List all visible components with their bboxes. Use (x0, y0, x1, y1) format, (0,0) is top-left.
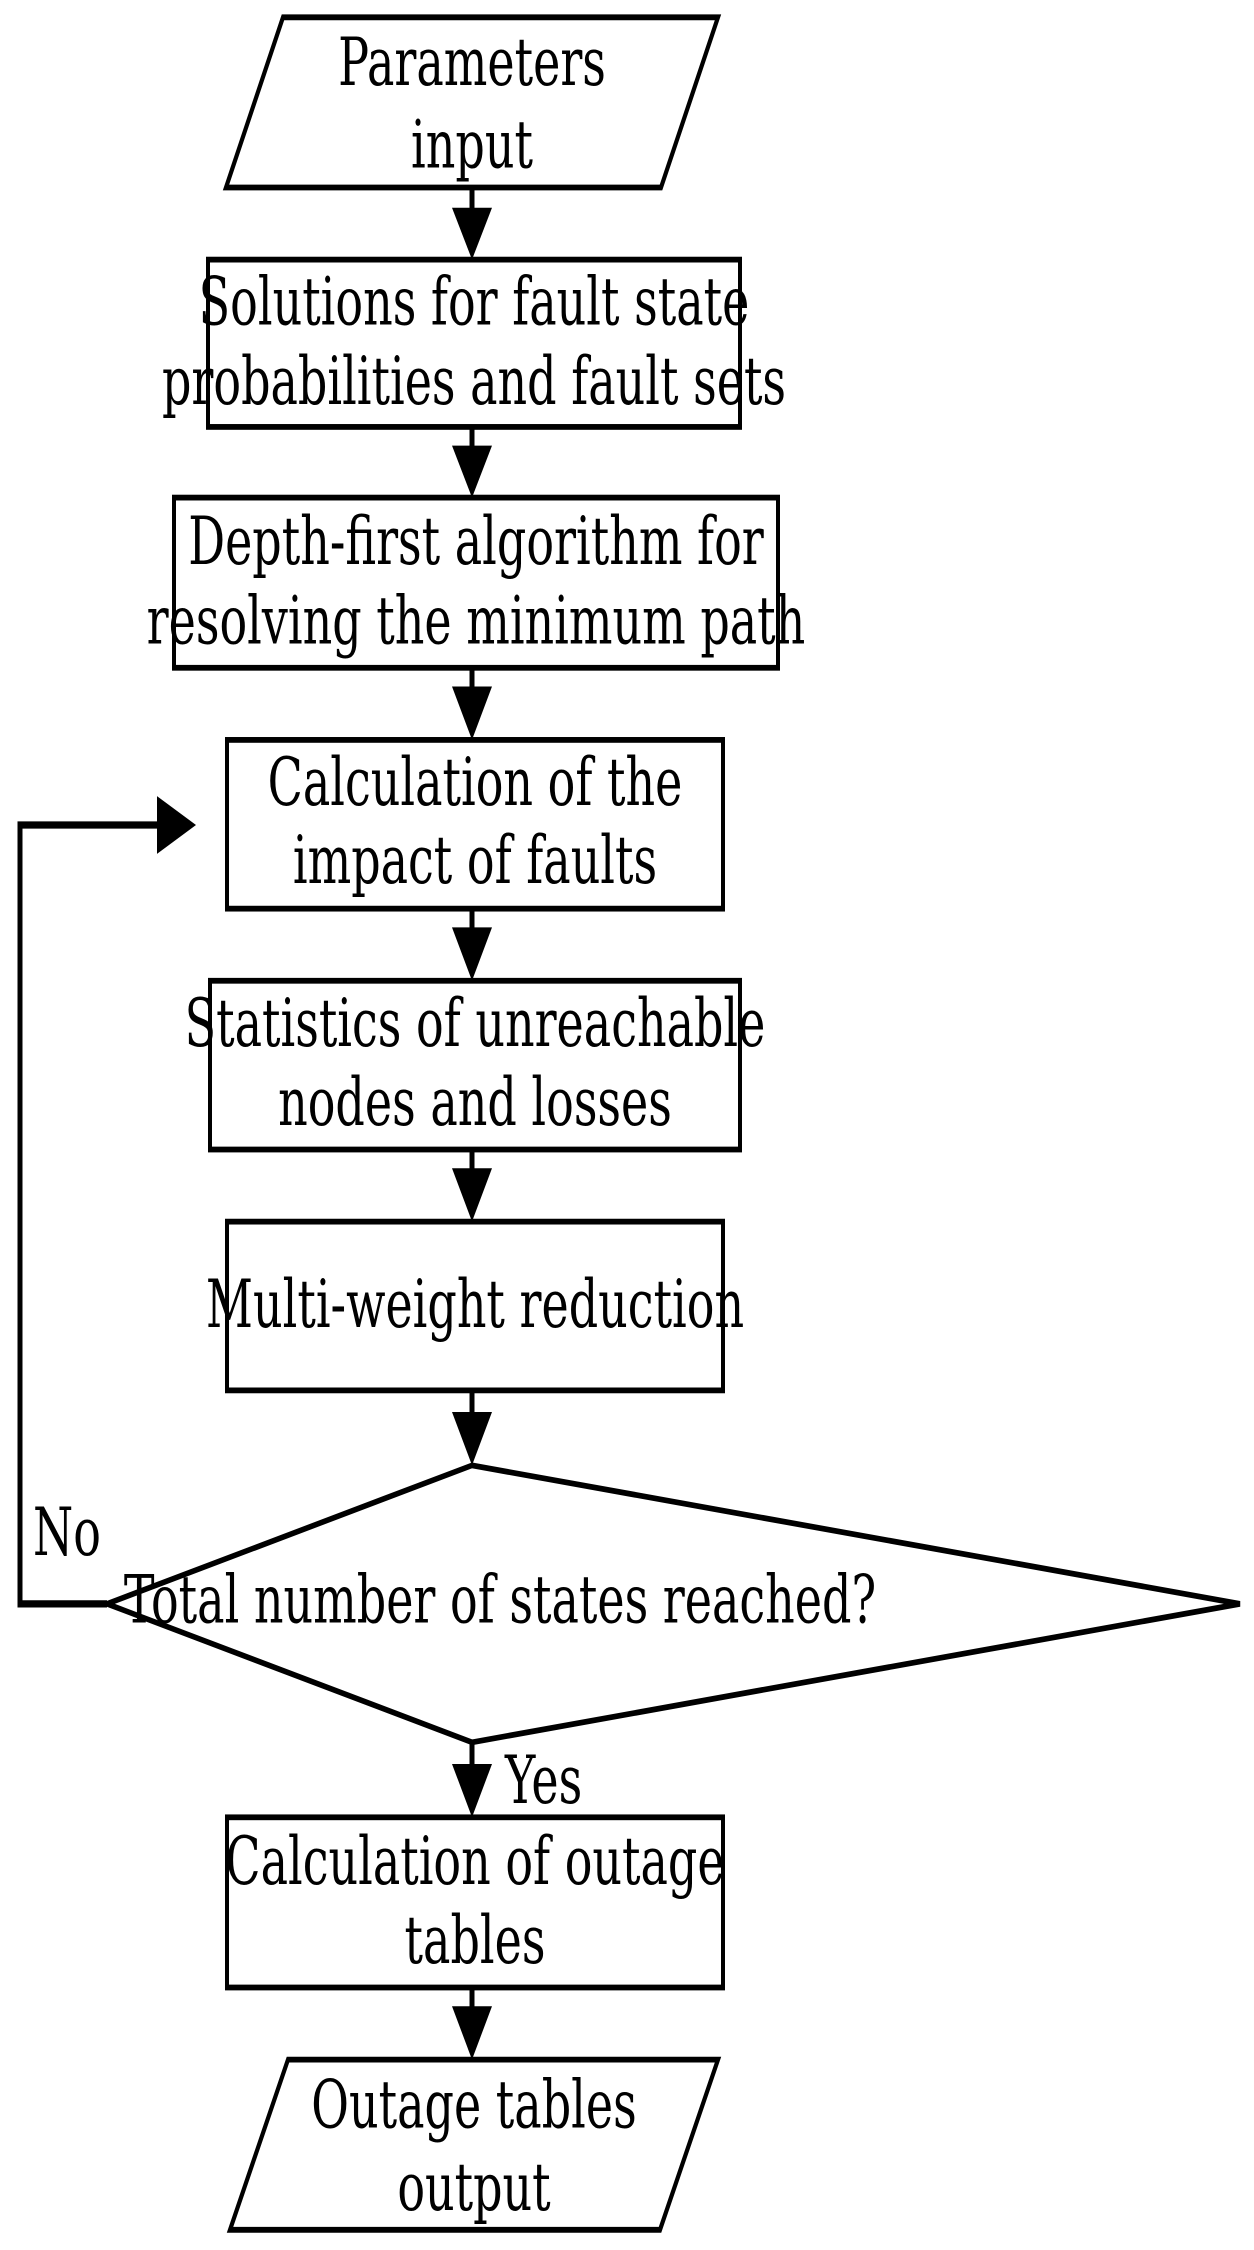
connector-solutions-to-depthfirst (452, 426, 492, 498)
node-label-line-1: Calculation of the (268, 745, 683, 822)
connector-params-to-solutions (452, 187, 492, 260)
node-label-line-1: Solutions for fault state (199, 264, 750, 341)
node-depth-first-algorithm[interactable]: Depth-first algorithm for resolving the … (147, 494, 806, 671)
node-parameters-input[interactable]: Parameters input (222, 14, 722, 191)
arrowhead-icon (452, 207, 492, 260)
node-label-line-2: output (397, 2149, 550, 2226)
connector-outagecalc-to-output (452, 1987, 492, 2060)
node-label-line-1: Multi-weight reduction (206, 1267, 744, 1344)
node-label-line-1: Parameters (338, 25, 606, 102)
node-calculation-outage-tables[interactable]: Calculation of outage tables (225, 1814, 725, 1991)
node-outage-tables-output[interactable]: Outage tables output (226, 2056, 722, 2233)
node-label-line-2: resolving the minimum path (147, 583, 806, 660)
arrowhead-icon (452, 445, 492, 498)
node-label-line-2: tables (405, 1903, 546, 1980)
parallelogram-shape (226, 2056, 722, 2233)
node-label-line-1: Calculation of outage (225, 1823, 724, 1900)
node-label-line-1: Total number of states reached? (124, 1562, 876, 1639)
arrowhead-icon (452, 927, 492, 981)
arrowhead-icon (452, 1412, 492, 1466)
rectangle-shape (225, 1814, 725, 1991)
rectangle-shape (225, 737, 725, 912)
edge-label-yes: Yes (504, 1743, 582, 1820)
arrowhead-icon (452, 1763, 492, 1818)
connector-yes-to-outage-calc (452, 1742, 492, 1818)
arrowhead-icon (452, 686, 492, 740)
node-multi-weight-reduction[interactable]: Multi-weight reduction (206, 1218, 744, 1394)
node-statistics-unreachable-nodes[interactable]: Statistics of unreachable nodes and loss… (185, 977, 766, 1153)
node-label-line-2: input (411, 107, 533, 184)
node-label-line-2: probabilities and fault sets (162, 344, 786, 421)
rectangle-shape (206, 256, 742, 430)
connector-statistics-to-multiweight (452, 1149, 492, 1222)
node-label-line-1: Outage tables (311, 2067, 636, 2144)
node-label-line-2: impact of faults (293, 822, 657, 899)
arrowhead-icon (157, 796, 196, 854)
connector-no-feedback-loop (17, 796, 196, 1608)
node-total-number-states-decision[interactable]: Total number of states reached? (99, 1462, 1241, 1746)
parallelogram-shape (222, 14, 722, 191)
rectangle-shape (208, 977, 742, 1153)
node-solutions-fault-state[interactable]: Solutions for fault state probabilities … (162, 256, 786, 430)
arrowhead-icon (452, 2006, 492, 2060)
rectangle-shape (172, 494, 780, 671)
node-label-line-1: Statistics of unreachable (185, 985, 766, 1062)
node-label-line-1: Depth-first algorithm for (188, 504, 764, 581)
node-label-line-2: nodes and losses (278, 1065, 672, 1142)
connector-multiweight-to-decision (452, 1390, 492, 1466)
rectangle-shape (225, 1218, 725, 1394)
connector-calculation-to-statistics (452, 908, 492, 981)
arrowhead-icon (452, 1168, 492, 1222)
edge-label-no: No (33, 1495, 101, 1572)
node-calculation-impact-faults[interactable]: Calculation of the impact of faults (225, 737, 725, 912)
connector-depthfirst-to-calculation (452, 667, 492, 740)
